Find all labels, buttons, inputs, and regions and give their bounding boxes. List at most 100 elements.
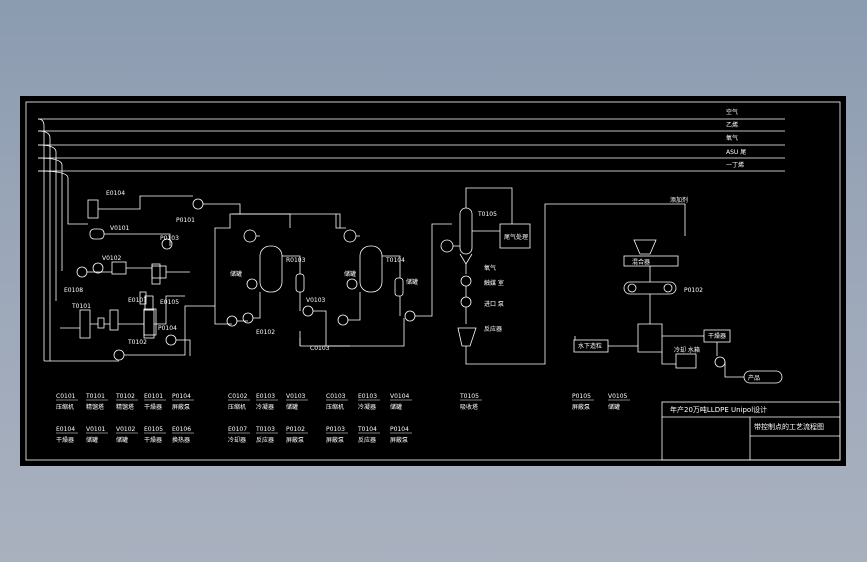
reactor-cyclone bbox=[457, 327, 477, 347]
label-catalyst: 触媒 室 bbox=[484, 279, 504, 287]
e0104-vessel bbox=[87, 199, 99, 219]
legend-tag: P0104 bbox=[172, 393, 191, 400]
label-unit1: 储罐 bbox=[230, 270, 242, 278]
product-silo bbox=[743, 370, 783, 384]
label-gas-treatment: 尾气处理 bbox=[504, 233, 528, 241]
blender-hopper bbox=[633, 239, 657, 255]
legend-tag: C0101 bbox=[56, 393, 76, 400]
legend-name: 反应器 bbox=[358, 436, 376, 444]
tag-p0104: P0104 bbox=[158, 325, 177, 332]
legend-name: 反应器 bbox=[256, 436, 274, 444]
legend-tag: E0101 bbox=[144, 393, 163, 400]
valve-2 bbox=[460, 296, 472, 308]
tag-e0102: E0102 bbox=[256, 329, 275, 336]
legend-name: 换热器 bbox=[172, 436, 190, 444]
legend-name: 储罐 bbox=[390, 403, 402, 411]
title-drawing: 带控制点的工艺流程图 bbox=[754, 422, 824, 431]
legend-name: 屏蔽泵 bbox=[390, 436, 408, 444]
legend-name: 屏蔽泵 bbox=[326, 436, 344, 444]
legend-tag: T0101 bbox=[85, 393, 105, 400]
p0104-pump bbox=[165, 334, 177, 346]
v0103-vessel bbox=[295, 273, 305, 293]
tag-p0103: P0103 bbox=[160, 235, 179, 242]
utility-label-ethylene: 乙烯 bbox=[726, 121, 738, 129]
degassing-section bbox=[440, 187, 686, 365]
cooling-box bbox=[675, 353, 697, 369]
legend-name: 屏蔽泵 bbox=[572, 403, 590, 411]
tag-v0103: V0103 bbox=[306, 297, 326, 304]
legend-tag: V0102 bbox=[116, 426, 136, 433]
v0101-drum bbox=[89, 228, 105, 240]
product-valve bbox=[714, 356, 726, 368]
legend-tag: E0104 bbox=[56, 426, 75, 433]
label-cooling-tank: 冷却 水箱 bbox=[674, 346, 700, 354]
e0108-exchanger bbox=[76, 266, 88, 278]
legend-name: 储罐 bbox=[116, 436, 128, 444]
tag-e0107: E0107 bbox=[128, 297, 147, 304]
legend-tag: T0102 bbox=[115, 393, 135, 400]
legend-tag: P0103 bbox=[326, 426, 345, 433]
legend-tag: T0105 bbox=[459, 393, 479, 400]
legend-name: 屏蔽泵 bbox=[172, 403, 190, 411]
valve-1 bbox=[460, 275, 472, 287]
legend-name: 冷凝器 bbox=[358, 403, 376, 411]
drawing-sheet: 空气 乙烯 氧气 ASU 尾 一丁烯 bbox=[20, 96, 846, 466]
label-feed-pump: 进口 泵 bbox=[484, 300, 504, 308]
tag-c0103: C0103 bbox=[310, 345, 330, 352]
legend-name: 精馏塔 bbox=[86, 403, 104, 411]
tag-p0101: P0101 bbox=[176, 217, 195, 224]
label-dryer: 干燥器 bbox=[708, 332, 726, 340]
legend-tag: E0105 bbox=[144, 426, 163, 433]
label-reactor: 反应器 bbox=[484, 325, 502, 333]
legend-name: 屏蔽泵 bbox=[286, 436, 304, 444]
label-additive: 添加剂 bbox=[670, 196, 688, 204]
title-block bbox=[661, 401, 841, 461]
equipment-legend: C0101 压缩机 T0101 精馏塔 T0102 精馏塔 E0101 干燥器 P0104 屏蔽泵… bbox=[56, 393, 630, 444]
legend-tag: C0102 bbox=[228, 393, 248, 400]
legend-tag: T0104 bbox=[357, 426, 377, 433]
legend-name: 精馏塔 bbox=[116, 403, 134, 411]
blender-box bbox=[623, 255, 679, 267]
legend-tag: T0103 bbox=[255, 426, 275, 433]
utility-label-air: 空气 bbox=[726, 108, 738, 116]
legend-name: 储罐 bbox=[608, 403, 620, 411]
pump-bottom-left bbox=[113, 349, 125, 361]
legend-tag: E0103 bbox=[256, 393, 275, 400]
process-flow-diagram: 空气 乙烯 氧气 ASU 尾 一丁烯 bbox=[25, 101, 841, 461]
legend-name: 干燥器 bbox=[144, 403, 162, 411]
label-product: 产品 bbox=[748, 374, 760, 382]
tag-p0102: P0102 bbox=[684, 287, 703, 294]
legend-name: 压缩机 bbox=[326, 403, 344, 411]
legend-tag: V0104 bbox=[390, 393, 410, 400]
utility-label-asu: ASU 尾 bbox=[726, 149, 746, 156]
legend-name: 吸收塔 bbox=[460, 403, 478, 411]
tag-e0105: E0105 bbox=[160, 299, 179, 306]
legend-tag: E0106 bbox=[172, 426, 191, 433]
pelletizer bbox=[637, 323, 663, 353]
tag-t0101: T0101 bbox=[71, 303, 91, 310]
p0103-pump bbox=[161, 238, 173, 250]
reactor-section bbox=[214, 213, 452, 347]
tag-t0104: T0104 bbox=[385, 257, 405, 264]
tag-v0102: V0102 bbox=[102, 255, 122, 262]
t0101-column bbox=[79, 309, 91, 339]
legend-name: 储罐 bbox=[286, 403, 298, 411]
legend-tag: V0105 bbox=[608, 393, 628, 400]
legend-tag: C0103 bbox=[326, 393, 346, 400]
t0104-reactor bbox=[359, 245, 383, 293]
legend-name: 冷却器 bbox=[228, 436, 246, 444]
tag-t0105: T0105 bbox=[477, 211, 497, 218]
legend-name: 干燥器 bbox=[56, 436, 74, 444]
legend-name: 干燥器 bbox=[144, 436, 162, 444]
legend-name: 压缩机 bbox=[56, 403, 74, 411]
t0101-box bbox=[151, 265, 167, 279]
legend-tag: P0105 bbox=[572, 393, 591, 400]
legend-tag: P0104 bbox=[390, 426, 409, 433]
legend-name: 冷凝器 bbox=[256, 403, 274, 411]
legend-tag: E0107 bbox=[228, 426, 247, 433]
label-unit3: 储罐 bbox=[406, 278, 418, 286]
label-oxygen: 氧气 bbox=[484, 264, 496, 272]
v0104-vessel bbox=[394, 277, 404, 297]
legend-tag: V0101 bbox=[86, 426, 106, 433]
label-water-feed: 水下造粒 bbox=[578, 342, 602, 350]
